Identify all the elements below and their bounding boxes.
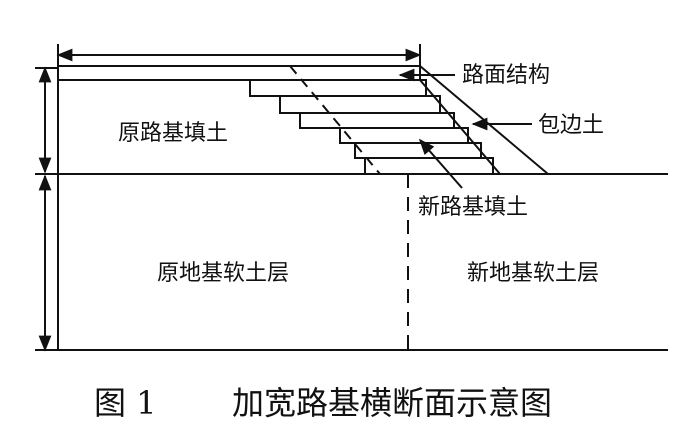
new-soft-layer-label: 新地基软土层 [467, 261, 599, 286]
shoulder-soil-label: 包边土 [538, 113, 604, 138]
pavement-structure-band [57, 65, 421, 81]
old-soft-layer-label: 原地基软土层 [157, 261, 289, 286]
new-fill-step-1 [249, 79, 427, 97]
new-fill-step-6 [364, 157, 494, 175]
new-fill-label: 新路基填土 [418, 195, 528, 220]
figure-title: 加宽路基横断面示意图 [232, 384, 552, 422]
new-fill-step-4 [339, 127, 469, 144]
new-fill-leader-arrow [418, 138, 463, 189]
figure-number: 图 1 [94, 384, 157, 422]
new-fill-step-3 [299, 112, 455, 129]
pavement-label: 路面结构 [462, 63, 550, 88]
new-fill-step-5 [354, 142, 482, 159]
interface-dashed-slope [289, 65, 381, 175]
new-fill-step-2 [279, 95, 441, 114]
old-fill-label: 原路基填土 [118, 121, 228, 146]
